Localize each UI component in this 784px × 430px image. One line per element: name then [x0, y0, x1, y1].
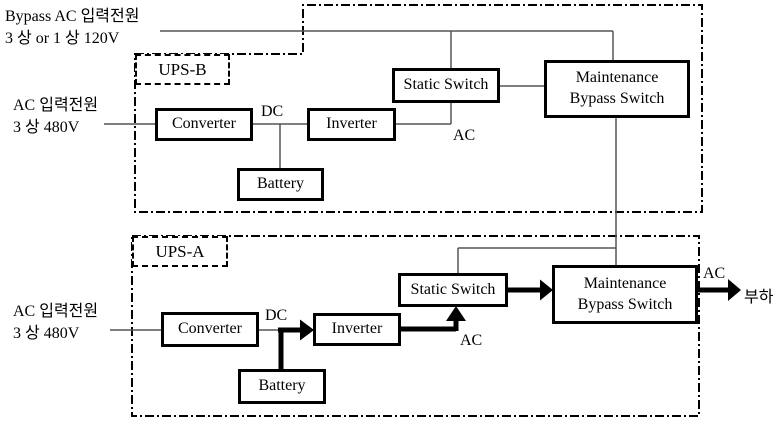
bypass-source-label: Bypass AC 입력전원 3 상 or 1 상 120V: [5, 6, 139, 50]
ups-b-input-line1: AC 입력전원: [13, 97, 99, 114]
output-ac-label: AC: [703, 265, 726, 282]
ups-b-maintenance-bypass-switch-block: Maintenance Bypass Switch: [544, 60, 690, 118]
ups-b-mbs-line1: Maintenance: [575, 69, 659, 87]
bypass-source-line1: Bypass AC 입력전원: [5, 8, 140, 25]
ups-a-ac-input-label: AC 입력전원 3 상 480V: [13, 301, 98, 345]
ups-b-battery-block: Battery: [237, 168, 324, 201]
ups-b-ac-input-label: AC 입력전원 3 상 480V: [13, 95, 98, 139]
ups-b-mbs-line2: Bypass Switch: [569, 90, 665, 107]
ups-b-static-switch-block: Static Switch: [392, 68, 500, 103]
arrow-ac-into-static-switch-a: [446, 306, 466, 321]
ups-b-inverter-block: Inverter: [307, 108, 396, 141]
ups-b-title: UPS-B: [158, 59, 207, 79]
load-label: 부하: [744, 289, 774, 306]
ups-b-ac-label: AC: [453, 127, 476, 144]
ups-b-dc-label: DC: [261, 103, 284, 120]
arrow-to-load: [728, 279, 741, 301]
ups-a-input-line2: 3 상 480V: [13, 325, 80, 342]
ups-a-inverter-label: Inverter: [331, 320, 383, 338]
ups-b-boundary: [134, 4, 703, 213]
bypass-source-line2: 3 상 or 1 상 120V: [5, 30, 120, 47]
ups-a-title: UPS-A: [155, 241, 205, 261]
ups-b-input-line2: 3 상 480V: [13, 119, 80, 136]
ups-a-static-switch-block: Static Switch: [398, 273, 508, 307]
ups-a-mbs-line1: Maintenance: [583, 274, 667, 292]
ups-a-ac-label: AC: [460, 332, 483, 349]
ups-b-title-box: UPS-B: [135, 54, 230, 85]
ups-a-converter-block: Converter: [161, 312, 259, 347]
ups-b-converter-block: Converter: [155, 108, 253, 141]
ups-a-inverter-block: Inverter: [313, 313, 401, 346]
ups-a-boundary: [131, 235, 700, 417]
ups-b-static-switch-label: Static Switch: [403, 76, 489, 94]
arrow-into-mbs-a: [540, 279, 553, 301]
ups-a-maintenance-bypass-switch-block: Maintenance Bypass Switch: [552, 265, 698, 324]
ups-a-input-line1: AC 입력전원: [13, 303, 99, 320]
ups-b-converter-label: Converter: [172, 115, 236, 133]
ups-a-battery-label: Battery: [258, 377, 306, 395]
arrow-dc-into-inverter-a: [300, 319, 314, 341]
ups-a-converter-label: Converter: [178, 320, 242, 338]
ups-b-inverter-label: Inverter: [326, 115, 377, 133]
ups-a-title-box: UPS-A: [132, 236, 228, 267]
ups-a-dc-label: DC: [265, 307, 288, 324]
ups-a-battery-block: Battery: [238, 369, 326, 404]
ups-a-static-switch-label: Static Switch: [410, 280, 496, 298]
ups-b-battery-label: Battery: [256, 175, 305, 193]
ups-a-mbs-line2: Bypass Switch: [577, 295, 673, 313]
